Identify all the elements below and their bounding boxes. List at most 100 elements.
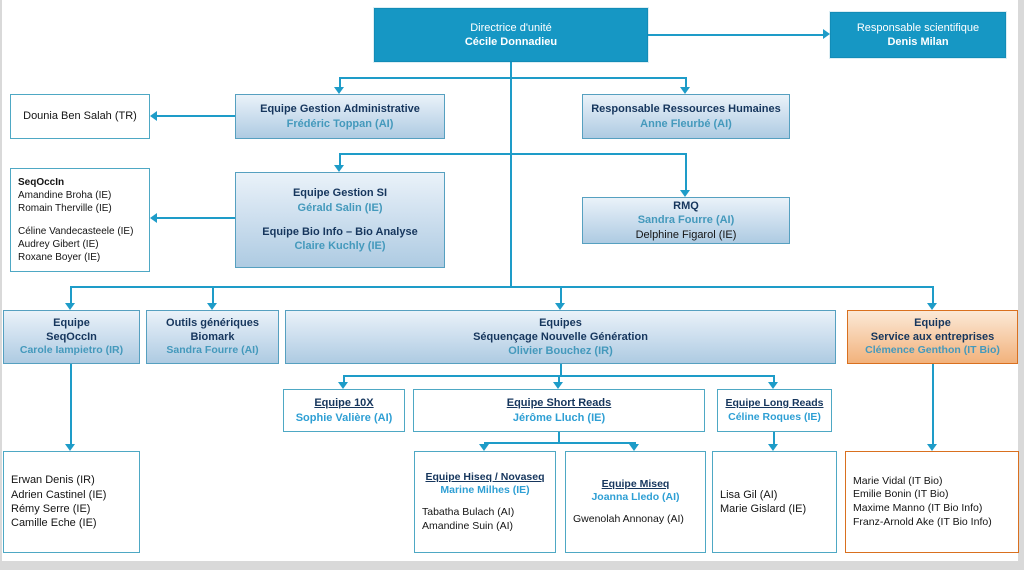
node-service-aux-entreprises: Equipe Service aux entreprises Clémence … — [847, 310, 1018, 364]
frame-edge-bottom — [0, 561, 1024, 570]
node-responsable-rh: Responsable Ressources Humaines Anne Fle… — [582, 94, 790, 139]
frame-edge-right — [1018, 0, 1024, 570]
connector — [343, 375, 345, 382]
member-name: Roxane Boyer (IE) — [18, 252, 101, 263]
member-name: Rémy Serre (IE) — [11, 503, 91, 515]
spacer — [18, 215, 147, 225]
node-outils-generiques-biomark: Outils génériques Biomark Sandra Fourre … — [146, 310, 279, 364]
person-name: Cécile Donnadieu — [464, 36, 558, 48]
member-name: Romain Therville (IE) — [18, 203, 112, 214]
member-name: Franz-Arnold Ake (IT Bio Info) — [853, 515, 992, 528]
member-name: Céline Vandecasteele (IE) — [18, 226, 134, 237]
connector — [634, 442, 636, 445]
role-title: Directrice d'unité — [470, 21, 552, 34]
team-lead: Sandra Fourre (AI) — [637, 214, 735, 227]
team-title: Outils génériques Biomark — [166, 316, 259, 344]
spacer — [415, 498, 555, 506]
person-name: Denis Milan — [887, 36, 949, 48]
arrowhead-down — [768, 444, 778, 451]
member-name: Erwan Denis (IR) — [11, 474, 95, 487]
team-title: Equipes Séquençage Nouvelle Génération — [473, 316, 648, 343]
node-equipe-gestion-si: Equipe Gestion SI Gérald Salin (IE) Equi… — [235, 172, 445, 268]
connector — [157, 217, 235, 219]
connector — [932, 364, 934, 445]
team-title: Equipe Miseq — [601, 477, 670, 490]
team-lead: Clémence Genthon (IT Bio) — [865, 344, 1000, 357]
connector — [685, 77, 687, 87]
arrowhead-down — [927, 303, 937, 310]
member-name: Amandine Broha (IE) — [18, 190, 112, 201]
member-name: Marie Gislard (IE) — [720, 503, 807, 515]
group-header: SeqOccIn — [18, 177, 65, 188]
connector — [340, 77, 686, 79]
node-equipe-short-reads: Equipe Short Reads Jérôme Lluch (IE) — [413, 389, 705, 432]
connector — [339, 77, 341, 87]
arrowhead-down — [768, 382, 778, 389]
node-dounia-ben-salah: Dounia Ben Salah (TR) — [10, 94, 150, 139]
arrowhead-down — [479, 444, 489, 451]
arrowhead-down — [629, 444, 639, 451]
member-name: Emilie Bonin (IT Bio) — [853, 488, 949, 501]
connector — [558, 432, 560, 443]
arrowhead-down — [555, 303, 565, 310]
node-seqoccin-staff: SeqOccIn Amandine Broha (IE) Romain Ther… — [10, 168, 150, 272]
connector — [773, 432, 775, 445]
connector — [484, 442, 486, 445]
team-lead: Céline Roques (IE) — [728, 410, 821, 423]
node-erwan-team: Erwan Denis (IR) Adrien Castinel (IE) Ré… — [3, 451, 140, 553]
member-name: Delphine Figarol (IE) — [635, 228, 737, 241]
team-title: RMQ — [673, 200, 699, 213]
arrowhead-down — [553, 382, 563, 389]
spacer — [236, 215, 444, 225]
member-name: Amandine Suin (AI) — [422, 519, 514, 532]
team-title: Equipe Gestion Administrative — [260, 103, 420, 116]
arrowhead-left — [150, 111, 157, 121]
connector — [560, 364, 562, 376]
team-title: Equipe Service aux entreprises — [870, 316, 995, 344]
team-title: Equipe Gestion SI — [292, 187, 388, 200]
connector — [685, 153, 687, 190]
connector — [773, 375, 775, 382]
connector — [485, 442, 636, 444]
team-title: Equipe Hiseq / Novaseq — [425, 470, 545, 483]
arrowhead-left — [150, 213, 157, 223]
node-equipe-10x: Equipe 10X Sophie Valière (AI) — [283, 389, 405, 432]
arrowhead-down — [65, 444, 75, 451]
team-lead: Sophie Valière (AI) — [295, 411, 393, 424]
connector — [560, 286, 562, 303]
node-equipe-seqoccin: Equipe SeqOccIn Carole Iampietro (IR) — [3, 310, 140, 364]
arrowhead-down — [680, 190, 690, 197]
node-responsable-scientifique: Responsable scientifique Denis Milan — [830, 12, 1006, 58]
connector — [648, 34, 823, 36]
team-lead: Jérôme Lluch (IE) — [512, 411, 606, 424]
team-lead: Marine Milhes (IE) — [440, 484, 530, 497]
connector — [70, 286, 72, 303]
team-title: Equipe SeqOccIn — [46, 316, 97, 344]
connector — [558, 375, 560, 382]
node-rmq: RMQ Sandra Fourre (AI) Delphine Figarol … — [582, 197, 790, 244]
member-name: Marie Vidal (IT Bio) — [853, 474, 943, 487]
arrowhead-down — [207, 303, 217, 310]
team-lead: Anne Fleurbé (AI) — [640, 117, 732, 130]
member-name: Tabatha Bulach (AI) — [422, 506, 515, 518]
connector — [70, 364, 72, 445]
node-equipe-hiseq-novaseq: Equipe Hiseq / Novaseq Marine Milhes (IE… — [414, 451, 556, 553]
frame-edge-left — [0, 0, 2, 570]
member-name: Dounia Ben Salah (TR) — [23, 110, 137, 123]
connector — [71, 286, 933, 288]
connector — [340, 153, 686, 155]
node-equipe-miseq: Equipe Miseq Joanna Lledo (AI) Gwenolah … — [565, 451, 706, 553]
connector — [932, 286, 934, 303]
arrowhead-down — [927, 444, 937, 451]
arrowhead-down — [65, 303, 75, 310]
node-directrice-unite: Directrice d'unité Cécile Donnadieu — [374, 8, 648, 62]
member-name: Camille Eche (IE) — [11, 517, 97, 530]
team-title: Equipe Long Reads — [725, 396, 824, 409]
role-title: Responsable scientifique — [856, 21, 980, 34]
node-equipes-sequencage-nouvelle-generation: Equipes Séquençage Nouvelle Génération O… — [285, 310, 836, 364]
connector — [157, 115, 235, 117]
member-name: Audrey Gibert (IE) — [18, 239, 99, 250]
node-equipe-gestion-administrative: Equipe Gestion Administrative Frédéric T… — [235, 94, 445, 139]
arrowhead-down — [334, 87, 344, 94]
arrowhead-right — [823, 29, 830, 39]
